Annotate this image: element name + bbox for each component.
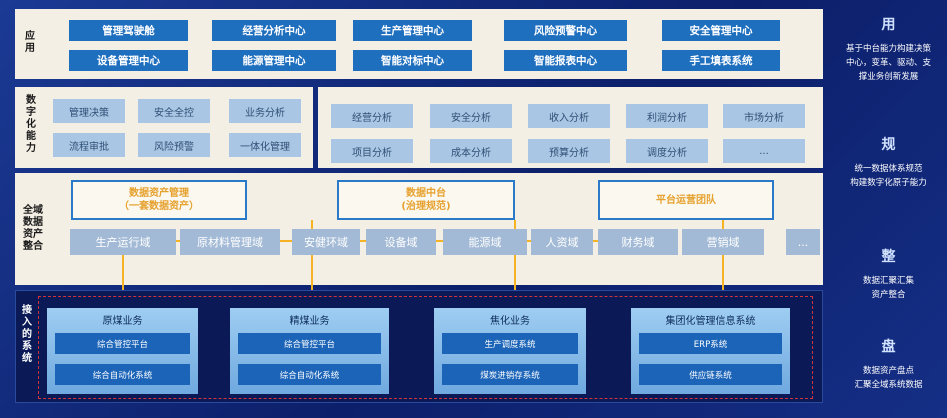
access-system-item[interactable]: 综合自动化系统	[55, 364, 190, 385]
data-domain-button[interactable]: 生产运行域	[70, 229, 176, 255]
pillar-description-line: 构建数字化原子能力	[850, 178, 927, 188]
access-dashed-frame	[38, 296, 813, 399]
capability-button[interactable]: 成本分析	[430, 139, 512, 163]
pillar-heading: 规	[881, 137, 896, 153]
data-domain-button[interactable]: 人资域	[531, 229, 593, 255]
pillar-description-line: 数据资产盘点	[862, 366, 914, 376]
access-system-item[interactable]: 供应链系统	[639, 364, 782, 385]
integration-header-subtitle: (治理规范)	[401, 201, 451, 212]
pillar-description-line: 数据汇聚汇集	[862, 276, 914, 286]
access-system-box: 集团化管理信息系统 ERP系统供应链系统	[631, 308, 790, 394]
access-system-title: 焦化业务	[490, 316, 530, 327]
integration-header-title: 数据资产管理	[129, 188, 189, 199]
capability-button[interactable]: 管理决策	[53, 99, 125, 123]
pillar-description-line: 撑业务创新发展	[858, 72, 919, 82]
capability-button[interactable]: 安全分析	[430, 104, 512, 128]
application-button[interactable]: 手工填表系统	[662, 50, 780, 71]
digital-capability-label: 数字化能力	[26, 95, 36, 154]
access-label: 接入的系统	[22, 305, 32, 364]
application-button[interactable]: 生产管理中心	[353, 20, 472, 41]
connector-line	[514, 220, 516, 229]
pillar-description-line: 中心，变革、驱动、支	[845, 58, 931, 68]
pillar-description-line: 基于中台能力构建决策	[845, 44, 931, 54]
integration-label-text: 全域数据资产整合	[23, 205, 43, 252]
capability-button[interactable]: ...	[723, 139, 805, 163]
access-system-item[interactable]: ERP系统	[639, 333, 782, 354]
access-system-item[interactable]: 综合自动化系统	[238, 364, 381, 385]
integration-header-subtitle: （一套数据资产）	[119, 201, 199, 212]
pillar-description-line: 资产整合	[871, 290, 906, 300]
capability-button[interactable]: 流程审批	[53, 133, 125, 157]
capability-button[interactable]: 安全全控	[138, 99, 210, 123]
pillar-heading: 用	[881, 17, 896, 33]
pillar-description-line: 汇聚全域系统数据	[854, 380, 923, 390]
application-button[interactable]: 智能报表中心	[504, 50, 627, 71]
capability-button[interactable]: 项目分析	[331, 139, 413, 163]
capability-button[interactable]: 业务分析	[229, 99, 301, 123]
data-domain-button[interactable]: 能源域	[443, 229, 527, 255]
pillar-description-line: 统一数据体系规范	[854, 164, 923, 174]
application-button[interactable]: 智能对标中心	[353, 50, 472, 71]
data-domain-button[interactable]: 原材料管理域	[180, 229, 280, 255]
application-button[interactable]: 风险预警中心	[504, 20, 627, 41]
access-system-box: 焦化业务生产调度系统煤炭进销存系统	[434, 308, 586, 394]
access-system-item[interactable]: 生产调度系统	[442, 333, 578, 354]
access-system-box: 原煤业务综合管控平台综合自动化系统	[47, 308, 198, 394]
connector-line	[311, 220, 313, 229]
application-button[interactable]: 设备管理中心	[69, 50, 188, 71]
integration-header-title: 平台运营团队	[656, 194, 716, 206]
data-domain-button[interactable]: 安健环域	[292, 229, 360, 255]
integration-header-box: 平台运营团队	[598, 180, 774, 220]
access-system-item[interactable]: 综合管控平台	[238, 333, 381, 354]
access-system-title: 原煤业务	[102, 316, 143, 327]
connector-line	[311, 255, 313, 308]
connector-line	[122, 255, 124, 308]
capability-button[interactable]: 风险预警	[138, 133, 210, 157]
access-system-title: 精煤业务	[289, 316, 330, 327]
capability-button[interactable]: 经营分析	[331, 104, 413, 128]
data-domain-button[interactable]: 财务域	[598, 229, 678, 255]
access-system-item[interactable]: 煤炭进销存系统	[442, 364, 578, 385]
data-domain-button[interactable]: ...	[786, 229, 820, 255]
application-button[interactable]: 能源管理中心	[212, 50, 336, 71]
pillar-heading: 整	[881, 249, 896, 265]
integration-label: 全域数据资产整合	[21, 205, 45, 253]
data-domain-button[interactable]: 营销域	[682, 229, 764, 255]
capability-button[interactable]: 一体化管理	[229, 133, 301, 157]
access-system-box: 精煤业务综合管控平台综合自动化系统	[230, 308, 389, 394]
data-domain-button[interactable]: 设备域	[366, 229, 436, 255]
connector-line	[722, 220, 724, 229]
access-system-item[interactable]: 综合管控平台	[55, 333, 190, 354]
capability-button[interactable]: 预算分析	[528, 139, 610, 163]
access-system-title: 集团化管理信息系统	[665, 316, 756, 327]
capability-button[interactable]: 收入分析	[528, 104, 610, 128]
capability-button[interactable]: 利润分析	[626, 104, 708, 128]
capability-button[interactable]: 市场分析	[723, 104, 805, 128]
integration-header-box: 数据资产管理 （一套数据资产）	[71, 180, 247, 220]
application-button[interactable]: 管理驾驶舱	[69, 20, 188, 41]
pillar-heading: 盘	[881, 339, 896, 355]
right-column: 用基于中台能力构建决策中心，变革、驱动、支撑业务创新发展规统一数据体系规范构建数…	[830, 0, 947, 418]
application-label: 应用	[25, 31, 35, 54]
integration-header-title: 数据中台	[406, 188, 446, 199]
integration-header-box: 数据中台 (治理规范)	[337, 180, 515, 220]
connector-line	[514, 255, 516, 308]
application-button[interactable]: 安全管理中心	[662, 20, 780, 41]
application-button[interactable]: 经营分析中心	[212, 20, 336, 41]
connector-line	[722, 255, 724, 308]
capability-button[interactable]: 调度分析	[626, 139, 708, 163]
